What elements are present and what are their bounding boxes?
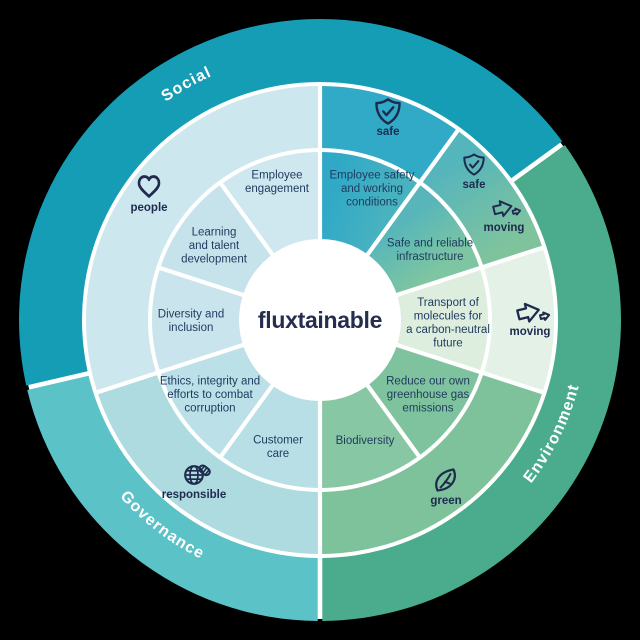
icon-label-responsible: responsible [162,489,227,501]
moving-arrow-icon [516,302,551,323]
inner-segment-safe-reliable [368,185,480,294]
shield-check-icon [375,98,401,125]
leaf-icon [435,468,456,492]
outer-segment-environment [322,144,622,621]
icon-label-safe: safe [376,126,399,138]
outer-segment-social [19,18,563,386]
inner-segment-diversity [152,270,244,370]
inner-segment-engagement [222,152,318,255]
outer-segment-governance [27,375,318,621]
inner-segment-ethics [160,346,272,455]
heart-icon [137,175,161,198]
inner-segment-reduce [368,346,480,455]
globe-hand-icon [184,464,211,485]
icon-label-green: green [430,495,461,507]
icon-label-moving: moving [484,222,525,234]
middle-segment-responsible [98,375,318,554]
inner-segment-customer-care [222,385,318,488]
middle-segment-safe-moving [422,131,542,265]
center-circle [239,239,401,401]
middle-segment-safe [322,86,456,180]
middle-segment-people [85,86,318,391]
icon-label-moving: moving [510,326,551,338]
inner-segment-biodiversity [322,385,418,488]
shield-check-icon [463,153,485,176]
inner-segment-employee-safety [322,152,418,255]
icon-label-safe: safe [462,179,485,191]
inner-label-biodiversity: Biodiversity [336,435,395,447]
icon-label-people: people [130,202,167,214]
inner-segment-learning [160,185,272,294]
moving-arrow-icon [492,200,522,218]
middle-segment-green [322,375,542,554]
brand-wordmark: fluxtainable [258,307,382,333]
inner-segment-transport [396,270,488,370]
